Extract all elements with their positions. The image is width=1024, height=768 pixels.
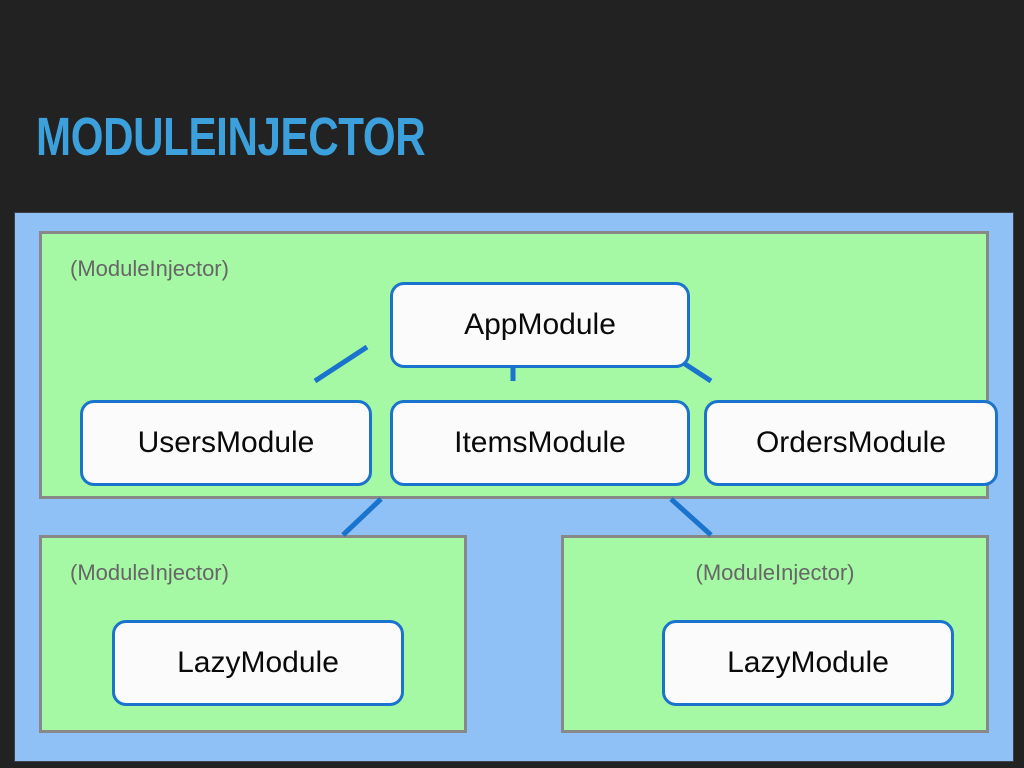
module-node-appmodule[interactable]: AppModule bbox=[390, 282, 690, 368]
module-node-lazymodule-right[interactable]: LazyModule bbox=[662, 620, 954, 706]
edge-root-to-lazy-left bbox=[341, 497, 383, 537]
module-node-usersmodule[interactable]: UsersModule bbox=[80, 400, 372, 486]
injector-lazy-right-label: (ModuleInjector) bbox=[695, 560, 855, 585]
module-node-lazymodule-left[interactable]: LazyModule bbox=[112, 620, 404, 706]
diagram-outer-container: (ModuleInjector) AppModule UsersModule I… bbox=[14, 212, 1014, 762]
module-node-itemsmodule[interactable]: ItemsModule bbox=[390, 400, 690, 486]
injector-lazy-left-label: (ModuleInjector) bbox=[70, 560, 229, 585]
injector-root-label: (ModuleInjector) bbox=[70, 256, 229, 281]
injector-root: (ModuleInjector) AppModule UsersModule I… bbox=[39, 231, 998, 499]
injector-lazy-right: (ModuleInjector) LazyModule bbox=[561, 535, 989, 733]
module-node-ordersmodule[interactable]: OrdersModule bbox=[704, 400, 998, 486]
edge-root-to-lazy-right bbox=[669, 497, 713, 537]
page-title: ModuleInjector bbox=[36, 107, 426, 167]
injector-lazy-left: (ModuleInjector) LazyModule bbox=[39, 535, 467, 733]
